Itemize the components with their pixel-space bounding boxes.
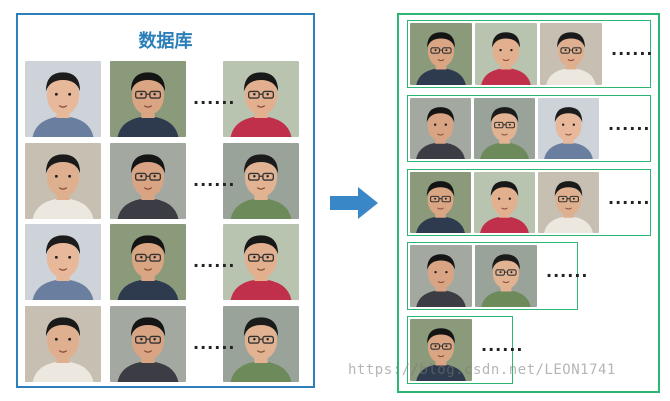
face-photo — [474, 98, 535, 159]
ellipsis-text: ...... — [611, 40, 654, 59]
ellipsis-text: ...... — [193, 334, 236, 353]
watermark-text: https://blog.csdn.net/LEON1741 — [348, 362, 616, 378]
right-arrow-icon — [330, 187, 378, 219]
face-photo — [110, 143, 186, 219]
face-photo — [475, 245, 537, 307]
ellipsis-text: ...... — [546, 262, 589, 281]
ellipsis-text: ...... — [608, 114, 651, 134]
ellipsis-text: ...... — [608, 188, 651, 208]
face-photo — [25, 306, 101, 382]
ellipsis-text: ...... — [193, 171, 236, 190]
face-photo — [410, 23, 472, 85]
face-photo — [410, 98, 471, 159]
face-photo — [410, 319, 472, 381]
face-photo — [25, 143, 101, 219]
ellipsis-text: ...... — [193, 89, 236, 108]
face-photo — [223, 306, 299, 382]
face-photo — [110, 61, 186, 137]
face-photo — [538, 98, 599, 159]
database-title: 数据库 — [138, 31, 193, 52]
face-photo — [25, 61, 101, 137]
face-photo — [223, 61, 299, 137]
face-photo — [540, 23, 602, 85]
face-photo — [110, 224, 186, 300]
face-photo — [223, 224, 299, 300]
face-photo — [475, 23, 537, 85]
face-photo — [410, 172, 471, 233]
ellipsis-text: ...... — [193, 252, 236, 271]
face-photo — [538, 172, 599, 233]
face-photo — [25, 224, 101, 300]
ellipsis-text: ...... — [481, 336, 524, 355]
face-photo — [474, 172, 535, 233]
face-photo — [110, 306, 186, 382]
face-photo — [223, 143, 299, 219]
face-photo — [410, 245, 472, 307]
